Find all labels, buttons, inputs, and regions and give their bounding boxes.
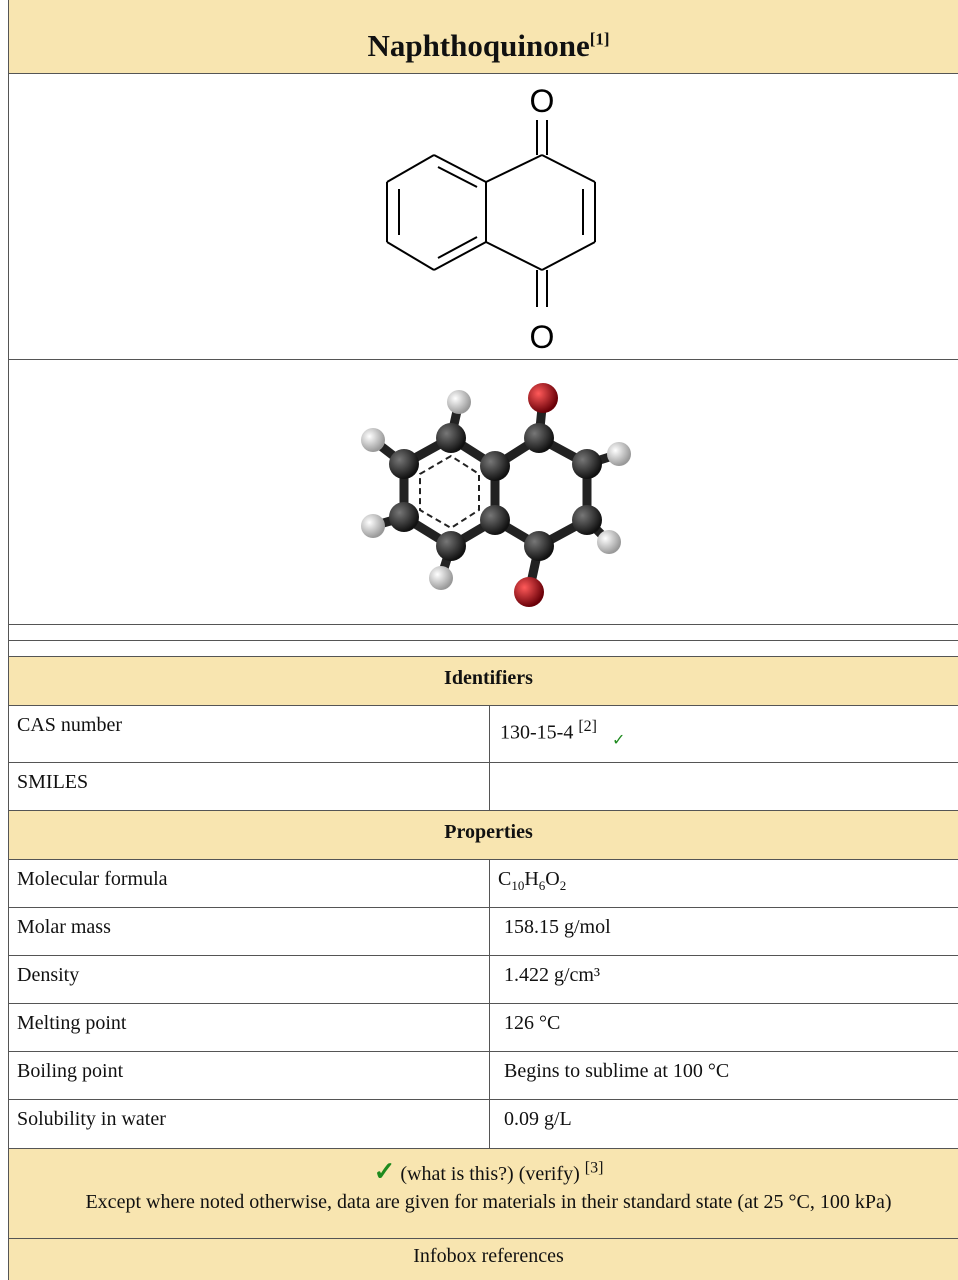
table-row: CAS number 130-15-4 [2] ✓ [8,705,958,763]
verify-ref-link[interactable]: [3] [584,1159,604,1177]
verify-link[interactable]: (verify) [518,1163,580,1185]
molecular-formula: C10H6O2 [498,868,567,893]
row-value: 1.422 g/cm³ [504,964,600,986]
section-header-identifiers: Identifiers [8,656,958,705]
row-value: 126 °C [504,1012,561,1034]
cas-number-link[interactable]: 130-15-4 [500,721,574,744]
title-ref-link[interactable]: [1] [589,29,610,49]
row-value: 130-15-4 [2] ✓ [490,706,958,763]
oxygen-top-label: O [530,83,555,119]
section-header-properties: Properties [8,810,958,859]
structure-image-3d [8,359,958,625]
table-row: SMILES [8,762,958,811]
row-key: Density [9,956,490,1004]
row-value: Begins to sublime at 100 °C [504,1060,730,1082]
skeletal-formula: O O [386,83,596,355]
row-key: SMILES [9,763,490,811]
title-text: Naphthoquinone [367,28,590,63]
what-is-this-link[interactable]: (what is this?) [400,1163,514,1185]
infobox-title: Naphthoquinone[1] [8,0,958,74]
empty-row [8,640,958,657]
verified-check-icon: ✓ [611,731,626,749]
oxygen-bottom-label: O [530,319,555,355]
table-row: Density 1.422 g/cm³ [8,955,958,1004]
table-row: Molar mass 158.15 g/mol [8,907,958,956]
table-row: Boiling point Begins to sublime at 100 °… [8,1051,958,1100]
empty-row [8,624,958,641]
table-row: Solubility in water 0.09 g/L [8,1099,958,1148]
infobox-footer: ✓ (what is this?) (verify) [3] Except wh… [8,1148,958,1239]
row-key: CAS number [9,706,490,763]
row-key: Molecular formula [9,860,490,908]
row-key: Molar mass [9,908,490,956]
row-value [490,763,958,811]
check-icon: ✓ [373,1157,396,1186]
table-row: Melting point 126 °C [8,1003,958,1052]
row-key: Melting point [9,1004,490,1052]
standard-state-note: Except where noted otherwise, data are g… [85,1191,892,1213]
ball-and-stick-model [361,383,631,607]
row-value: 158.15 g/mol [504,916,611,938]
cas-ref-link[interactable]: [2] [578,718,597,735]
row-key: Boiling point [9,1052,490,1100]
structure-image-2d: O O [8,73,958,360]
row-value: 0.09 g/L [504,1108,572,1130]
table-row: Molecular formula C10H6O2 [8,859,958,908]
infobox-references-link[interactable]: Infobox references [8,1238,958,1280]
row-key: Solubility in water [9,1100,490,1148]
